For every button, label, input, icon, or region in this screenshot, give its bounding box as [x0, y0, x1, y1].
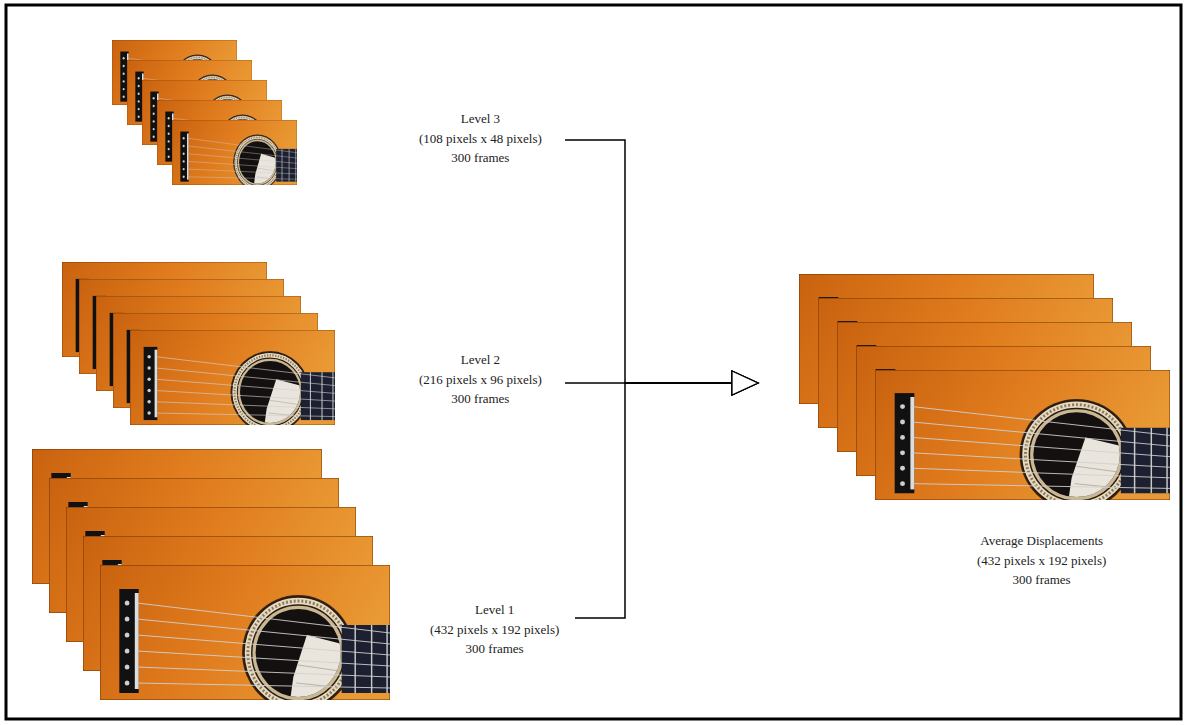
level-name: Average Displacements: [977, 531, 1106, 551]
level-label: Level 2(216 pixels x 96 pixels)300 frame…: [419, 350, 542, 409]
merge-connector: [575, 383, 758, 618]
level-2-group: Level 2(216 pixels x 96 pixels)300 frame…: [55, 255, 565, 430]
frame-size: (432 pixels x 192 pixels): [977, 551, 1106, 571]
frame-size: (432 pixels x 192 pixels): [430, 620, 559, 640]
level-3-group: Level 3(108 pixels x 48 pixels)300 frame…: [105, 35, 565, 190]
level-label: Level 1(432 pixels x 192 pixels)300 fram…: [430, 600, 559, 659]
frame-size: (216 pixels x 96 pixels): [419, 370, 542, 390]
merge-connector: [565, 140, 758, 383]
average-stack: [799, 274, 1170, 511]
frame-count: 300 frames: [430, 639, 559, 659]
level-1-group: Level 1(432 pixels x 192 pixels)300 fram…: [25, 444, 575, 706]
level-label: Level 3(108 pixels x 48 pixels)300 frame…: [419, 109, 542, 168]
level-name: Level 1: [430, 600, 559, 620]
frame-count: 300 frames: [419, 148, 542, 168]
frame-count: 300 frames: [419, 389, 542, 409]
level-name: Level 3: [419, 109, 542, 129]
level-2-stack: [62, 262, 335, 433]
level-name: Level 2: [419, 350, 542, 370]
average-group: Average Displacements(432 pixels x 192 p…: [758, 268, 1176, 594]
level-1-stack: [32, 449, 390, 711]
frame-size: (108 pixels x 48 pixels): [419, 129, 542, 149]
frame-count: 300 frames: [977, 570, 1106, 590]
level-label: Average Displacements(432 pixels x 192 p…: [977, 531, 1106, 590]
level-3-stack: [112, 40, 297, 190]
